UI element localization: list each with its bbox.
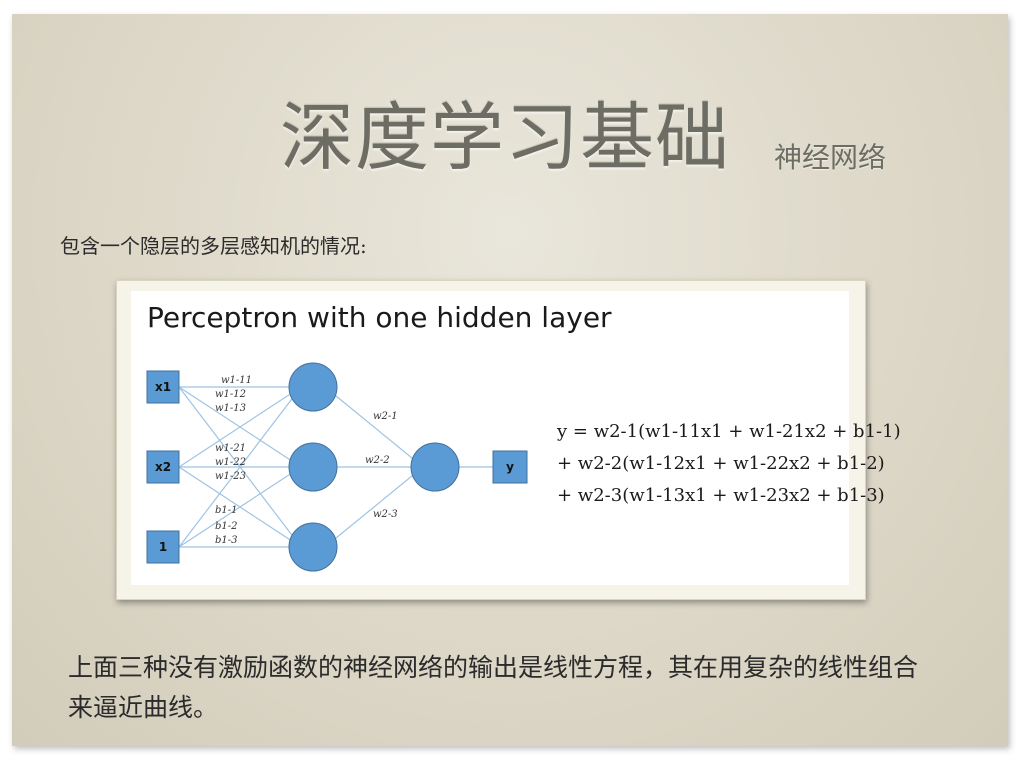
slide: 深度学习基础 神经网络 包含一个隐层的多层感知机的情况: Perceptron …	[12, 14, 1008, 746]
network-diagram: x1 x2 1 y w1-11 w1-12	[146, 362, 901, 572]
edges-input-hidden	[178, 386, 302, 548]
figure-frame: Perceptron with one hidden layer	[116, 280, 901, 600]
perceptron-figure: Perceptron with one hidden layer	[131, 291, 901, 585]
weight-label-w2-1: w2-1	[373, 411, 398, 422]
output-node	[410, 442, 460, 492]
weight-label-w1-12: w1-12	[215, 389, 246, 400]
weight-label-b1-1: b1-1	[215, 505, 238, 516]
output-box-y	[492, 450, 528, 484]
weight-label-w2-2: w2-2	[365, 455, 390, 466]
hidden-node-2	[288, 442, 338, 492]
input-label-bias: 1	[159, 540, 167, 554]
input-label-x2: x2	[155, 460, 171, 474]
weight-label-w2-3: w2-3	[373, 509, 398, 520]
equation-line-1: y = w2-1(w1-11x1 + w1-21x2 + b1-1)	[556, 421, 901, 442]
edge-x2-h1	[178, 386, 302, 468]
weight-label-b1-2: b1-2	[215, 521, 238, 532]
edges-hidden-output	[324, 386, 493, 548]
edge-b-h1	[178, 386, 302, 548]
conclusion-text: 上面三种没有激励函数的神经网络的输出是线性方程，其在用复杂的线性组合来逼近曲线。	[68, 653, 919, 722]
weight-label-w1-21: w1-21	[215, 443, 246, 454]
equation-line-3: + w2-3(w1-13x1 + w1-23x2 + b1-3)	[557, 485, 885, 506]
edge-h1-o	[324, 386, 424, 468]
weight-label-w1-23: w1-23	[215, 471, 246, 482]
input-node-x2	[146, 450, 180, 484]
edge-b-h2	[178, 466, 302, 548]
input-node-x1	[146, 370, 180, 404]
intro-text: 包含一个隐层的多层感知机的情况:	[60, 234, 367, 258]
input-node-bias	[146, 530, 180, 564]
weight-label-w1-13: w1-13	[215, 403, 246, 414]
output-label-y: y	[506, 460, 514, 474]
hidden-node-3	[288, 522, 338, 572]
weight-label-w1-22: w1-22	[215, 457, 246, 468]
figure-title: Perceptron with one hidden layer	[147, 301, 612, 334]
input-label-x1: x1	[155, 380, 171, 394]
weight-label-w1-11: w1-11	[221, 375, 252, 386]
equation-line-2: + w2-2(w1-12x1 + w1-22x2 + b1-2)	[557, 453, 885, 474]
weight-label-b1-3: b1-3	[215, 535, 238, 546]
hidden-node-1	[288, 362, 338, 412]
edge-h3-o	[324, 466, 424, 548]
slide-subtitle: 神经网络	[774, 141, 887, 174]
slide-title: 深度学习基础	[280, 95, 730, 181]
